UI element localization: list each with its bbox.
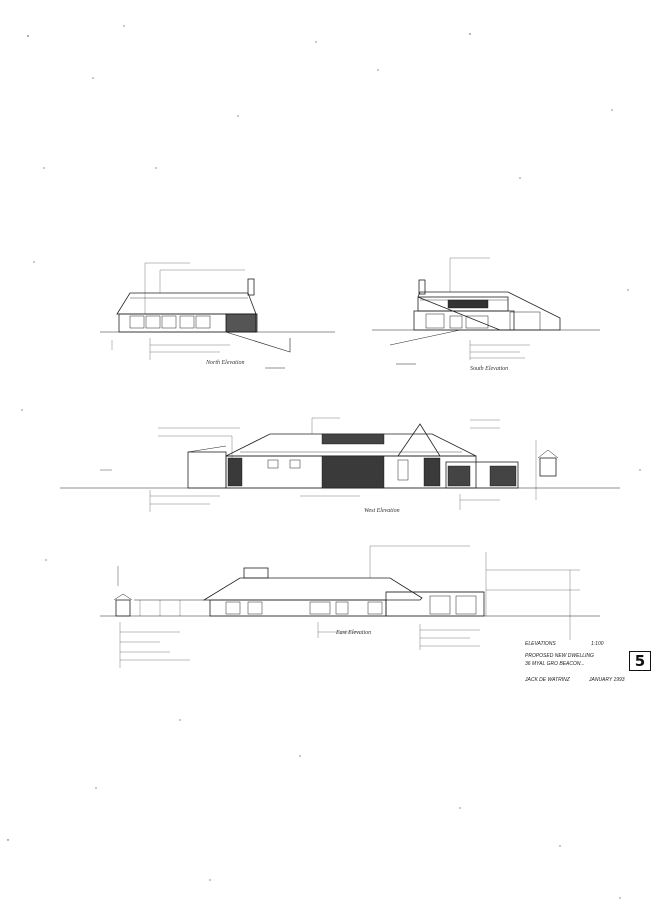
drawing-scale: 1:100 (591, 641, 604, 647)
drawing-number: 5 (629, 651, 651, 671)
west-elevation-label: West Elevation (364, 508, 400, 514)
north-elevation (100, 262, 335, 369)
project-name: PROPOSED NEW DWELLING (525, 653, 594, 659)
client-name: JACK DE WATRINZ (525, 677, 570, 683)
scan-noise (7, 25, 641, 899)
south-elevation (372, 257, 600, 365)
project-address: 36 MYAL GRO BEACON... (525, 661, 585, 667)
drawing-date: JANUARY 1993 (589, 677, 625, 683)
east-elevation (100, 545, 600, 668)
title-block: ELEVATIONS 1:100 PROPOSED NEW DWELLING 3… (525, 641, 655, 691)
west-elevation (60, 417, 620, 512)
sheet-title: ELEVATIONS (525, 641, 556, 647)
north-elevation-label: North Elevation (206, 360, 245, 366)
east-elevation-label: East Elevation (336, 630, 372, 636)
south-elevation-label: South Elevation (470, 366, 509, 372)
